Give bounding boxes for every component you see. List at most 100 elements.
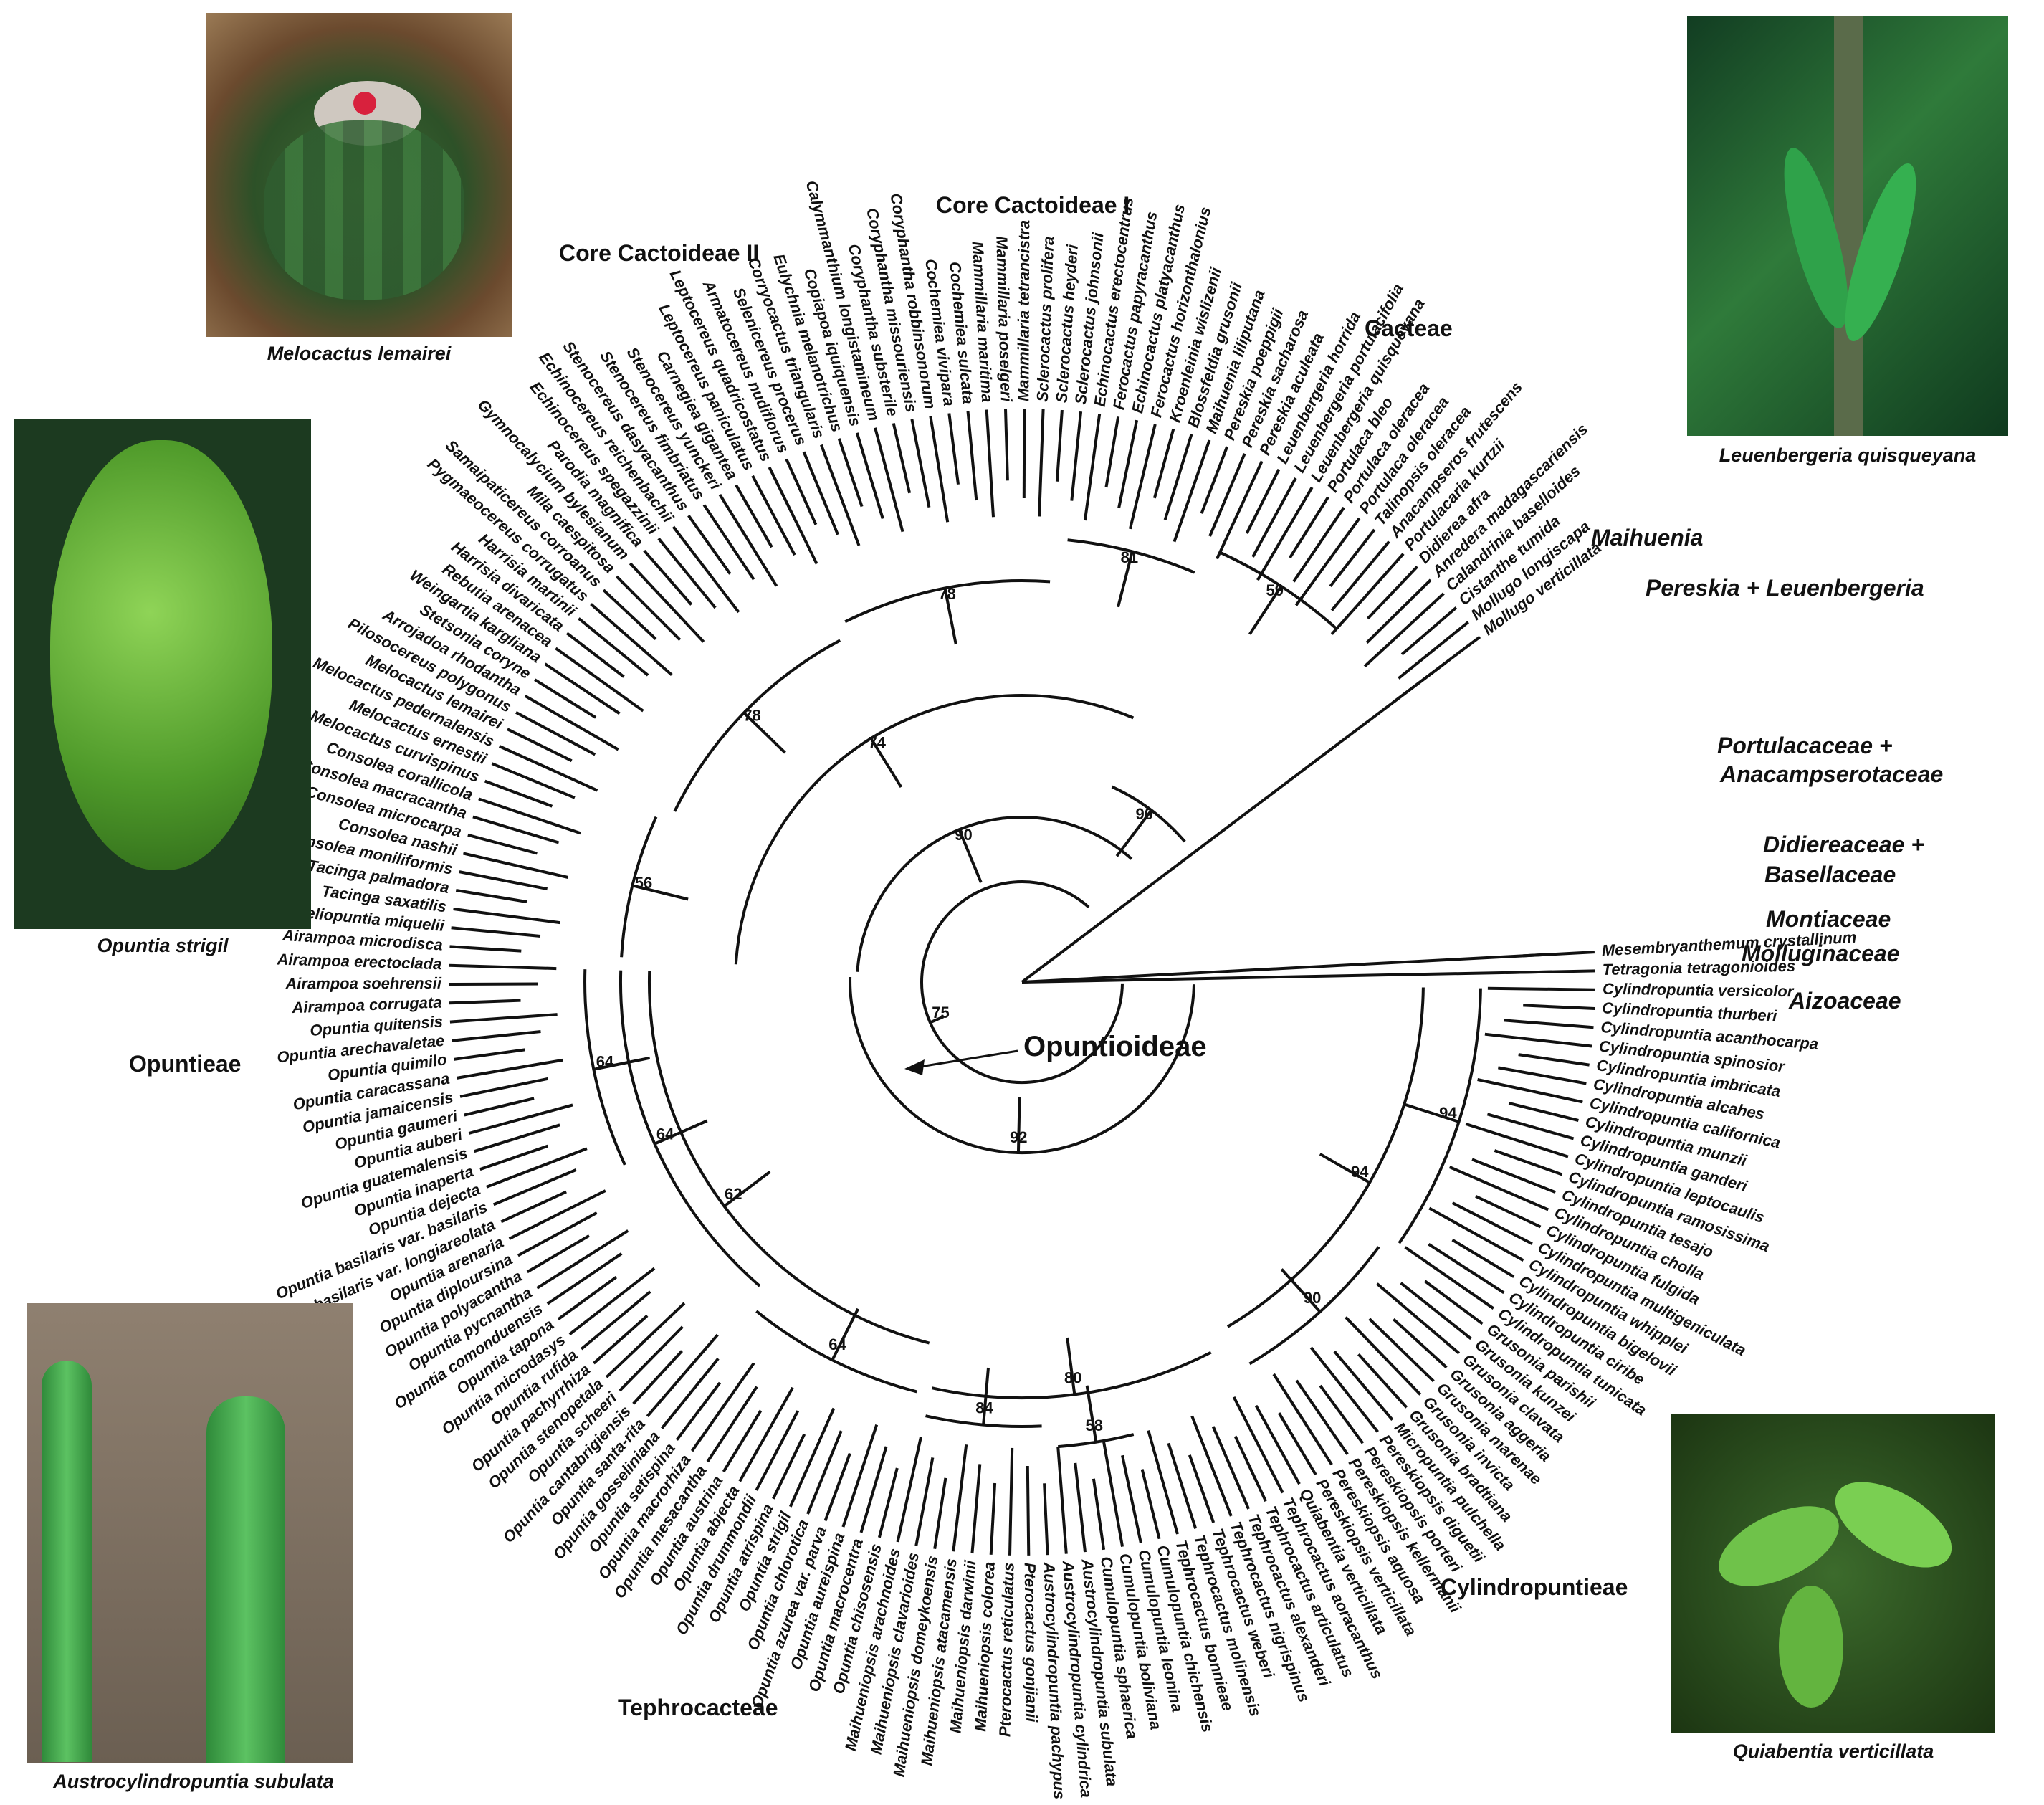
tip-branch (1451, 1201, 1533, 1245)
support-value: 90 (1136, 805, 1153, 823)
tip-branch (1424, 1280, 1484, 1325)
root-branch (1021, 953, 1552, 984)
caption-leuenbergeria: Leuenbergeria quisqueyana (1719, 444, 1977, 466)
clade-arc (849, 976, 1195, 1155)
label-core-cactoideae-2: Core Cactoideae II (559, 240, 760, 266)
root-branch (1021, 970, 1552, 984)
tip-branch (1448, 1166, 1549, 1211)
tip-branch (1254, 1404, 1301, 1485)
tip-branch (1330, 540, 1390, 611)
label-montiaceae: Montiaceae (1766, 906, 1891, 932)
clade-stem (723, 1171, 771, 1208)
label-molluginaceae: Molluginaceae (1742, 940, 1900, 966)
tip-branch (459, 870, 548, 891)
tip-branch (1484, 1032, 1592, 1048)
taxon-label: Pterocactus reticulatus (995, 1562, 1017, 1737)
tip-branch (462, 852, 569, 879)
support-value: 59 (1266, 581, 1284, 599)
tip-branch (568, 1267, 656, 1335)
support-value: 58 (1086, 1416, 1103, 1434)
tip-branch (632, 1350, 683, 1405)
tip-branch (820, 444, 861, 546)
tip-branch (896, 1437, 922, 1543)
tip-branch (449, 1013, 558, 1024)
tip-branch (1056, 1446, 1068, 1554)
clade-stem (943, 588, 957, 645)
tip-branch (735, 484, 773, 548)
tip-branch (1140, 1469, 1161, 1540)
leaf (1821, 1465, 1966, 1585)
tip-branch (859, 1446, 888, 1533)
tip-branch (1232, 1396, 1284, 1494)
clade-stem (1115, 809, 1153, 857)
tip-branch (910, 419, 931, 508)
clade-stem (1085, 1385, 1098, 1443)
tip-branch (1008, 1447, 1014, 1556)
tip-branch (1400, 1282, 1472, 1340)
label-anacampserotaceae: Anacampserotaceae (1720, 761, 1944, 787)
tip-branch (1043, 1483, 1049, 1556)
tip-branch (578, 617, 649, 677)
tip-branch (1400, 606, 1458, 656)
taxon-label: Airampoa corrugata (291, 994, 442, 1017)
support-value: 94 (1351, 1163, 1369, 1181)
stem (206, 1396, 285, 1763)
cactus-body (264, 120, 464, 300)
clade-stem (1403, 1102, 1460, 1123)
tip-branch (1363, 592, 1445, 668)
arrow-head-icon (904, 1059, 925, 1075)
tip-branch (557, 1275, 617, 1321)
tip-branch (486, 1147, 588, 1189)
tip-branch (837, 438, 864, 508)
caption-austrocylindropuntia: Austrocylindropuntia subulata (53, 1771, 334, 1792)
label-cylindropuntieae: Cylindropuntieae (1441, 1574, 1628, 1600)
support-value: 56 (635, 874, 652, 892)
tip-branch (555, 647, 644, 713)
tip-branch (517, 1211, 598, 1257)
clade-arc (1058, 1433, 1135, 1449)
tip-branch (1357, 1353, 1408, 1409)
tip-branch (718, 494, 778, 587)
tip-branch (580, 1290, 651, 1351)
tip-branch (702, 504, 755, 581)
label-portulacaceae: Portulacaceae + (1717, 733, 1893, 758)
tip-branch (1333, 1351, 1394, 1421)
tip-branch (1368, 1318, 1435, 1383)
tip-branch (619, 1325, 684, 1392)
clade-stem (1117, 551, 1134, 608)
photo-opuntia (14, 419, 311, 929)
tip-branch (1376, 1282, 1461, 1355)
clade-stem (1066, 1337, 1076, 1395)
tip-branch (947, 413, 960, 485)
tip-branch (1092, 1478, 1106, 1551)
tip-branch (1188, 1454, 1216, 1523)
clade-stem (831, 1308, 859, 1361)
support-value: 78 (938, 585, 955, 603)
tip-branch (615, 575, 682, 642)
leaf (1779, 1586, 1843, 1708)
tip-branch (1475, 1194, 1542, 1229)
photo-quiabentia (1671, 1414, 1995, 1733)
tip-branch (451, 1030, 541, 1042)
label-opuntieae: Opuntieae (129, 1051, 242, 1077)
tip-branch (1393, 1318, 1448, 1369)
tip-branch (464, 1097, 535, 1117)
clade-stem (982, 1367, 990, 1425)
taxon-label: Cylindropuntia versicolor (1603, 980, 1795, 1001)
label-maihuenia: Maihuenia (1591, 525, 1704, 551)
tip-branch (1251, 477, 1297, 558)
tip-branch (672, 525, 740, 614)
tip-branch (1070, 411, 1083, 501)
tip-branch (1292, 506, 1345, 583)
clade-arc (647, 971, 930, 1345)
tip-branch (484, 779, 553, 808)
caption-quiabentia: Quiabentia verticillata (1732, 1740, 1934, 1762)
caption-melocactus: Melocactus lemairei (267, 343, 452, 364)
tip-branch (751, 475, 796, 556)
stem (1834, 16, 1863, 436)
tip-branch (841, 1424, 879, 1528)
tip-branch (1518, 1053, 1590, 1067)
tip-branch (1147, 1430, 1179, 1535)
tip-branch (1367, 566, 1418, 620)
